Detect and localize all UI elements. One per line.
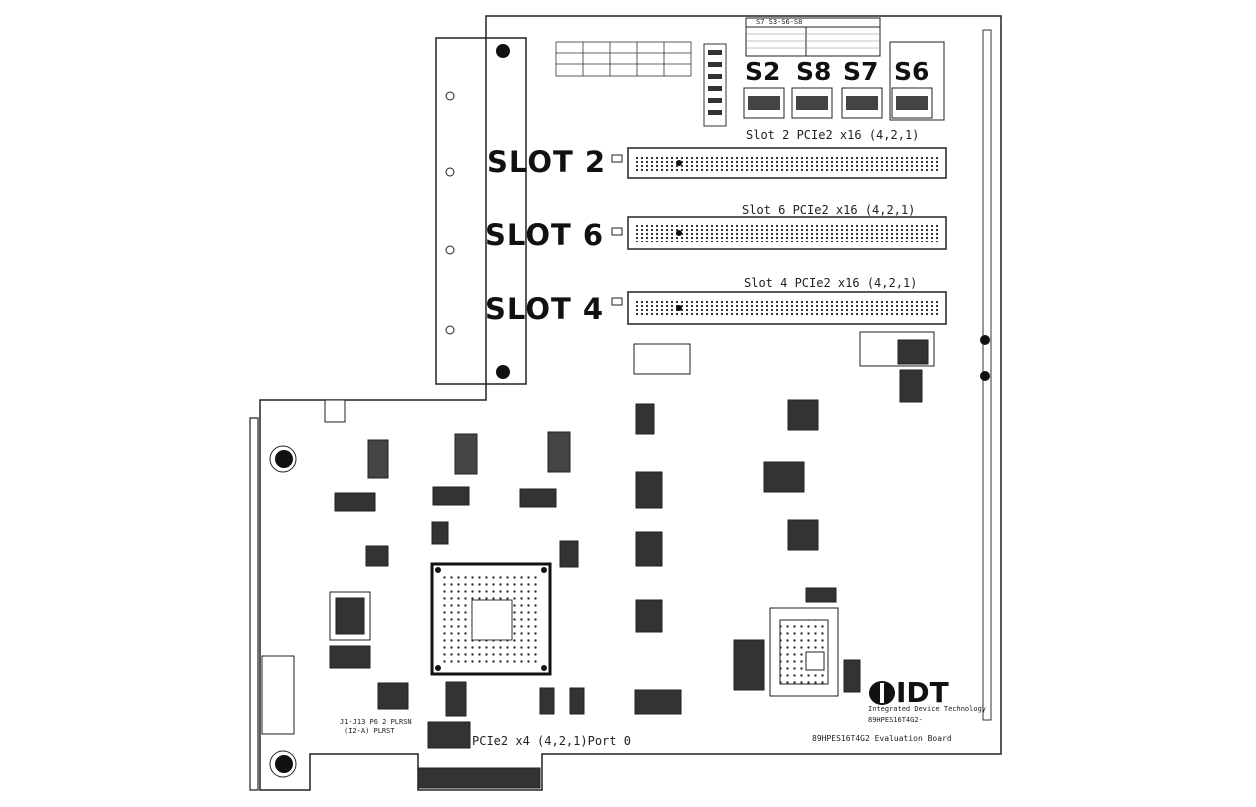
- slot-connector-text-2: Slot 2 PCIe2 x16 (4,2,1): [746, 128, 920, 142]
- card-holder: [435, 37, 527, 385]
- slot-label-6: SLOT 6: [485, 218, 605, 252]
- slot-connector-2: [627, 147, 947, 179]
- switch-label-s6: S6: [894, 57, 930, 86]
- edge-connector-text: PCIe2 x4 (4,2,1)Port 0: [472, 734, 631, 748]
- note-1: J1-J13 P6 2 PLRSN: [340, 718, 412, 726]
- switch-header-text: S7 S3-S6-S8: [756, 18, 803, 26]
- top-header-block: [555, 41, 692, 77]
- part-number: 89HPES16T4G2-: [868, 716, 923, 724]
- slot-connector-6: [627, 216, 947, 250]
- switch-label-s2: S2: [745, 57, 781, 86]
- board-outline: [259, 15, 1002, 791]
- idt-logo: [869, 681, 895, 705]
- switch-label-s8: S8: [796, 57, 832, 86]
- slot-connector-4: [627, 291, 947, 325]
- switch-label-s7: S7: [843, 57, 879, 86]
- main-switch-chip: [430, 562, 552, 676]
- bracket: [249, 417, 259, 791]
- components: [261, 331, 935, 789]
- slot-connector-text-6: Slot 6 PCIe2 x16 (4,2,1): [742, 203, 916, 217]
- note-2: (I2-A) PLRST: [344, 727, 395, 735]
- idt-tagline: Integrated Device Technology: [868, 705, 987, 713]
- slot-label-4: SLOT 4: [485, 292, 605, 326]
- slot-label-2: SLOT 2: [487, 145, 607, 179]
- slot-connector-text-4: Slot 4 PCIe2 x16 (4,2,1): [744, 276, 918, 290]
- idt-logo-text: IDT: [896, 676, 949, 709]
- dip-switches: [743, 87, 933, 119]
- board-title: 89HPES16T4G2 Evaluation Board: [812, 734, 952, 743]
